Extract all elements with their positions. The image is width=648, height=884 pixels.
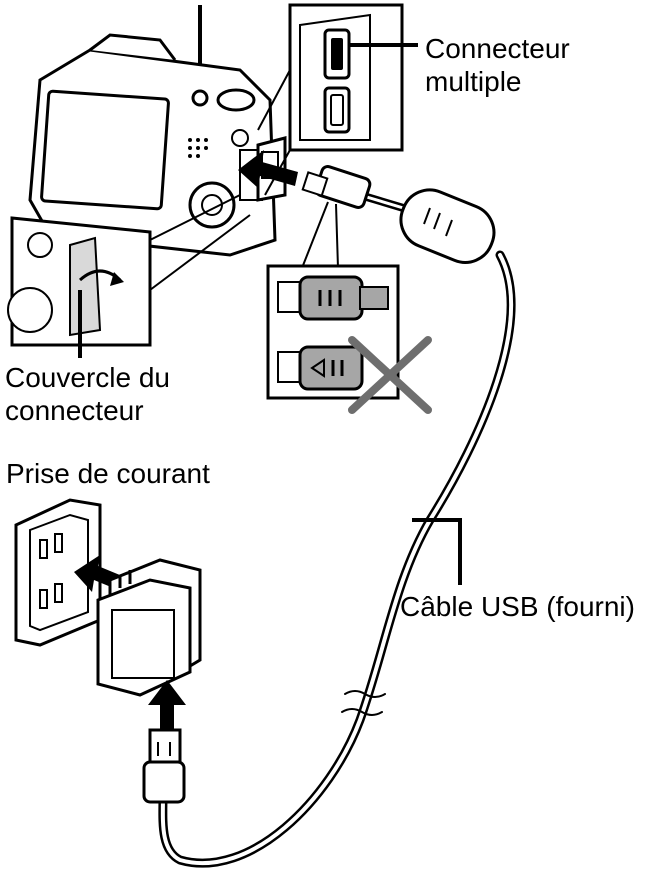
usb-cable bbox=[158, 191, 516, 868]
plug-orientation-inset bbox=[266, 201, 432, 414]
plug-wrong bbox=[277, 345, 364, 391]
label-power-outlet: Prise de courant bbox=[6, 458, 210, 489]
label-connector-cover: Couvercle du connecteur bbox=[5, 361, 170, 427]
wall-outlet bbox=[14, 498, 102, 647]
label-usb-cable: Câble USB (fourni) bbox=[400, 591, 635, 622]
cross-mark-icon bbox=[348, 336, 432, 414]
label-connector-cover-line2: connecteur bbox=[5, 395, 144, 426]
label-multi-connector-line2: multiple bbox=[425, 66, 522, 97]
connector-inset bbox=[257, 3, 418, 196]
insert-arrow-adapter bbox=[148, 680, 186, 735]
usb-label-leader bbox=[412, 518, 462, 585]
camera bbox=[28, 33, 277, 257]
plug-correct bbox=[277, 275, 389, 321]
label-connector-cover-line1: Couvercle du bbox=[5, 362, 170, 393]
ac-adapter bbox=[96, 558, 202, 697]
usb-a-plug bbox=[142, 728, 186, 804]
insert-arrow-camera bbox=[238, 150, 298, 188]
micro-usb-plug bbox=[301, 165, 372, 209]
label-multi-connector: Connecteur multiple bbox=[425, 32, 570, 98]
cover-inset bbox=[7, 194, 251, 358]
ferrite-core bbox=[399, 188, 496, 264]
label-multi-connector-line1: Connecteur bbox=[425, 33, 570, 64]
